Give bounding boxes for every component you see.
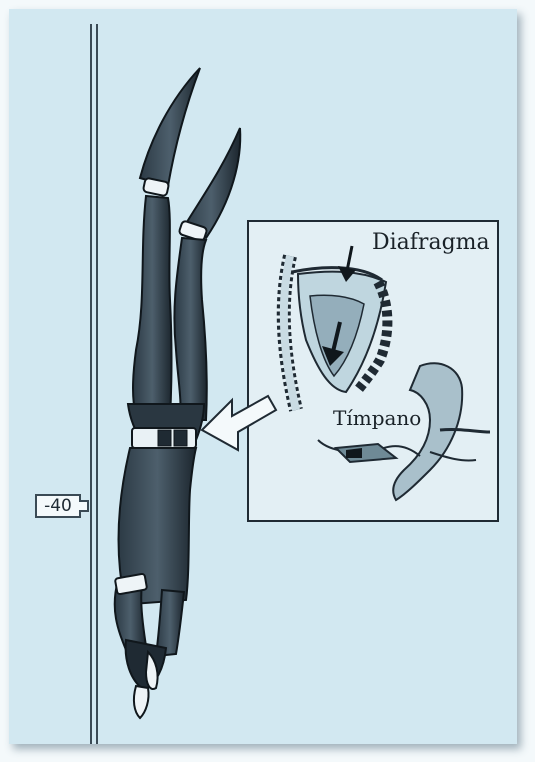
belt-buckle-right	[174, 430, 187, 446]
left-fin	[140, 68, 200, 186]
right-leg	[174, 238, 206, 420]
diaphragm-label: Diafragma	[372, 230, 490, 255]
left-leg	[133, 196, 172, 418]
right-fin	[182, 128, 240, 238]
diver-figure	[115, 68, 241, 718]
belt-buckle-left	[158, 430, 171, 446]
hands	[134, 686, 149, 718]
eardrum-label: Tímpano	[333, 406, 421, 430]
